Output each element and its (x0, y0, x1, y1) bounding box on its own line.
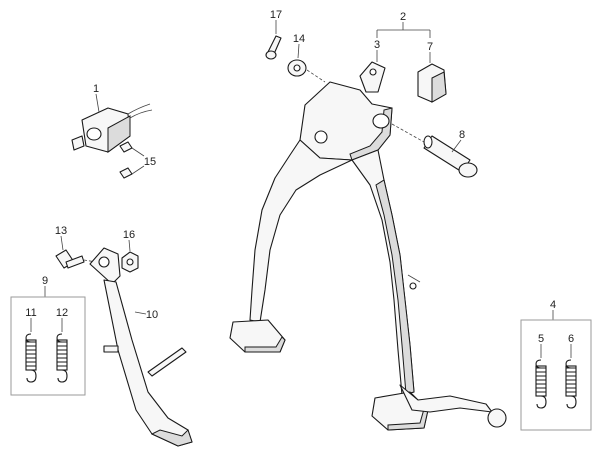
spring-12 (56, 318, 68, 383)
pivot-pin (391, 123, 478, 178)
callout-10: 10 (146, 309, 158, 321)
bracket-part (359, 50, 386, 93)
callout-5: 5 (538, 333, 544, 345)
small-bolt-top (265, 20, 282, 60)
rubber-stop (417, 52, 447, 103)
callout-3: 3 (374, 39, 380, 51)
spring-set-left (10, 286, 86, 396)
spring-set-right (520, 310, 592, 431)
callout-1: 1 (93, 83, 99, 95)
callout-labels: 1 2 3 4 5 6 7 8 9 10 11 12 13 14 15 16 1… (25, 9, 574, 345)
callout-7: 7 (427, 41, 433, 53)
callout-2-bracket (376, 22, 431, 38)
callout-17: 17 (270, 9, 282, 21)
side-stand-switch (71, 93, 153, 153)
callout-8: 8 (459, 129, 465, 141)
callout-9: 9 (42, 275, 48, 287)
callout-12: 12 (56, 307, 68, 319)
spring-11 (25, 318, 37, 383)
callout-11: 11 (25, 307, 36, 319)
callout-15: 15 (144, 156, 156, 168)
nut-part (121, 239, 139, 273)
callout-4: 4 (550, 299, 556, 311)
spring-5 (535, 344, 547, 409)
callout-6: 6 (568, 333, 574, 345)
callout-13: 13 (55, 225, 67, 237)
washer-part (287, 43, 326, 83)
side-stand (89, 247, 193, 447)
callout-2: 2 (400, 11, 406, 23)
side-stand-bolt (55, 235, 97, 269)
callout-16: 16 (123, 229, 135, 241)
main-stand (229, 81, 507, 431)
screw-pair (119, 141, 145, 179)
spring-6 (565, 344, 577, 409)
callout-14: 14 (293, 33, 305, 45)
